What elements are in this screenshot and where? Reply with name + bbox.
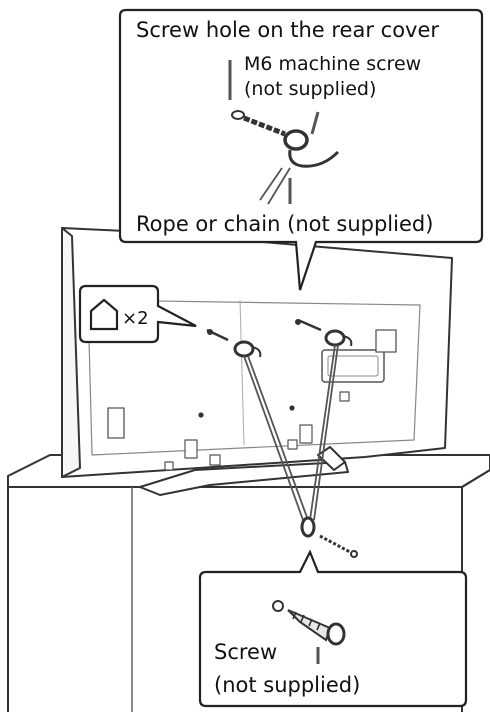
tv-rear-panel <box>62 228 452 477</box>
screw-not-supplied-label: (not supplied) <box>214 675 360 696</box>
screw-count-label: ×2 <box>122 310 149 328</box>
m6-screw-label: M6 machine screw <box>244 55 421 74</box>
m6-not-supplied-label: (not supplied) <box>244 80 376 99</box>
screw-hole-label: Screw hole on the rear cover <box>136 20 439 41</box>
rope-label: Rope or chain (not supplied) <box>136 214 433 235</box>
screw-label: Screw <box>214 642 277 663</box>
